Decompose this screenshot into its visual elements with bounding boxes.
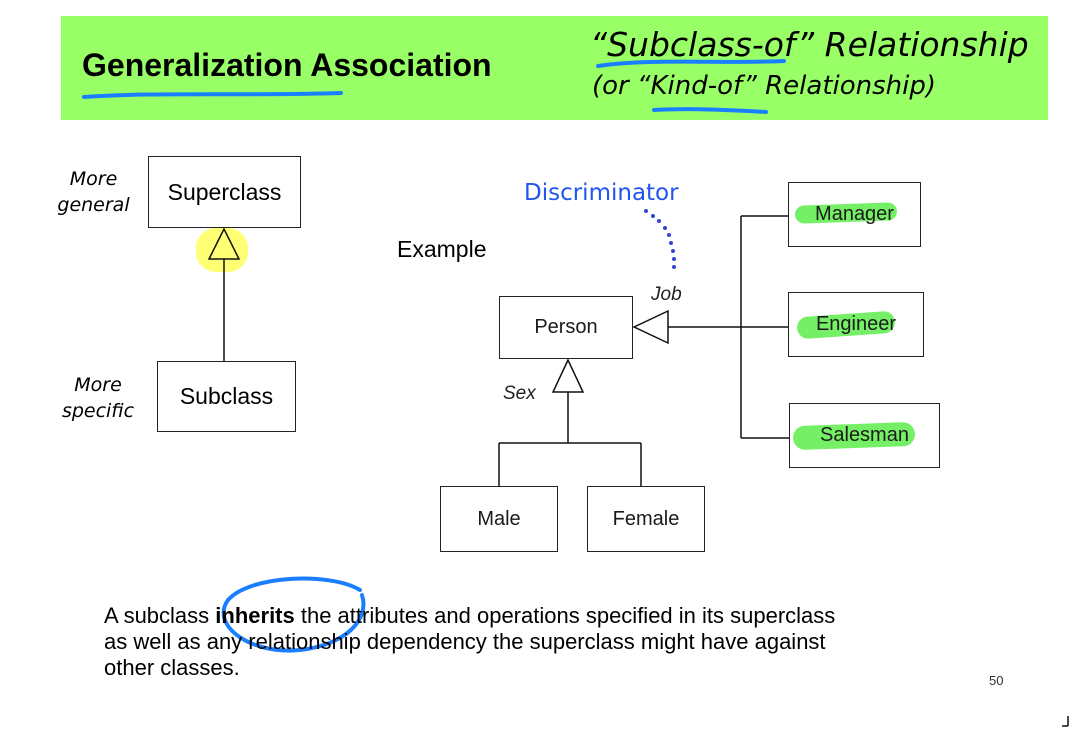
body-line-3: other classes. [104,655,240,680]
superclass-label: Superclass [167,178,282,205]
body-line-1: A subclass inherits the attributes and o… [104,603,1024,629]
engineer-box: Engineer [788,292,924,357]
body-line-2: as well as any relationship dependency t… [104,629,826,654]
more-general-label: More general [56,166,131,218]
subtitle-line-1: “Subclass-of” Relationship [590,25,1029,64]
body-suffix: the attributes and operations specified … [294,603,836,628]
female-label: Female [612,507,680,530]
subtitle-line-2: (or “Kind-of” Relationship) [592,71,937,101]
body-prefix: A subclass [104,603,216,628]
engineer-label: Engineer [815,313,897,335]
inherits-keyword: inherits [215,603,295,628]
person-label: Person [534,316,598,338]
subclass-box: Subclass [157,361,296,432]
page-number: 50 [989,673,1004,688]
female-box: Female [587,486,705,552]
discriminator-label: Discriminator [524,180,679,206]
slide-title: Generalization Association [82,47,492,83]
salesman-box: Salesman [789,403,940,468]
job-generalization-arrow [632,309,669,345]
more-specific-word-1: More [74,374,122,396]
male-label: Male [477,507,521,530]
salesman-label: Salesman [820,424,909,446]
job-discriminator: Job [651,284,682,305]
superclass-box: Superclass [148,156,301,228]
more-general-word-2: general [57,194,130,216]
example-heading: Example [397,236,487,262]
more-specific-word-2: specific [61,400,135,422]
title-banner [61,16,1048,120]
person-box: Person [499,296,633,359]
sex-generalization-arrow [551,358,585,393]
more-specific-label: More specific [56,372,140,424]
manager-box: Manager [788,182,921,247]
manager-label: Manager [815,203,894,225]
discriminator-dotted-pointer [644,209,676,269]
subclass-label: Subclass [179,383,274,409]
more-general-word-1: More [69,168,118,190]
sex-discriminator: Sex [503,383,536,404]
male-box: Male [440,486,558,552]
yellow-highlight [196,228,248,272]
body-paragraph: A subclass inherits the attributes and o… [104,603,1024,681]
